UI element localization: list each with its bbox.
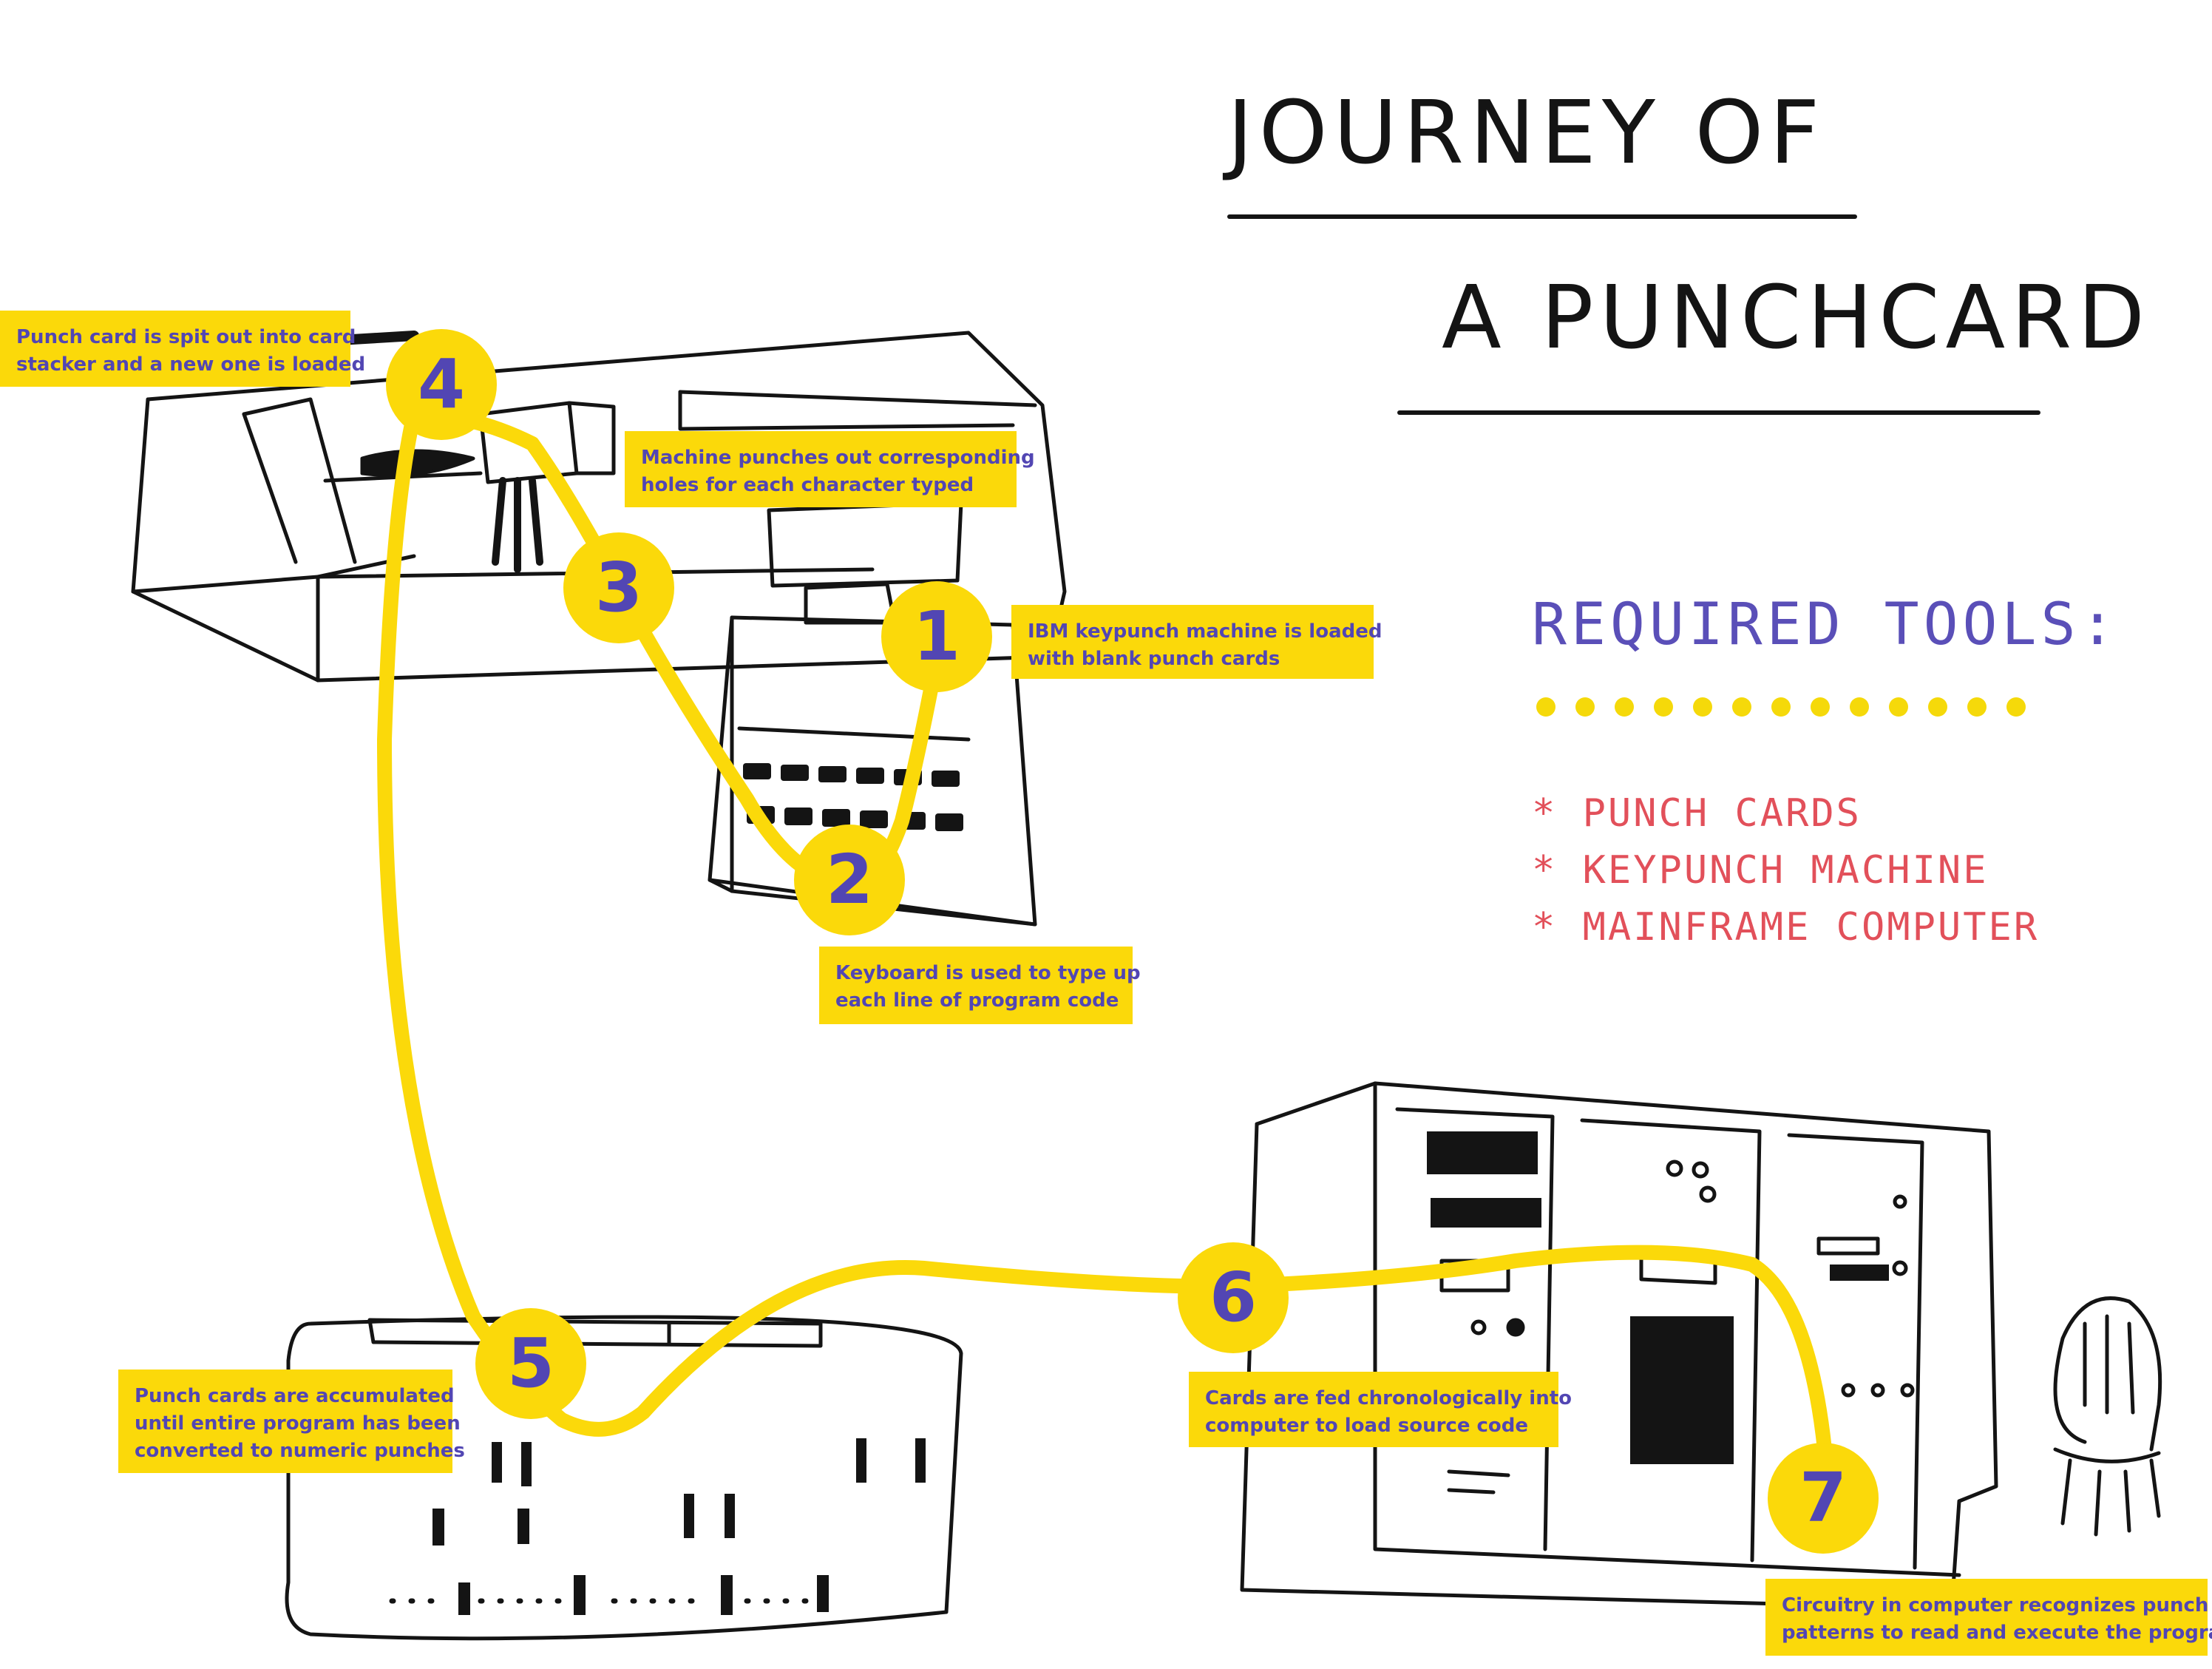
step-3-label: Machine punches out corresponding holes … [625,431,1035,507]
step-6-label: Cards are fed chronologically into compu… [1189,1372,1572,1447]
step-5-marker: 5 [475,1308,586,1419]
step-7-label: Circuitry in computer recognizes punch p… [1765,1579,2212,1656]
step-4-label: Punch card is spit out into card stacker… [0,311,365,387]
chair-drawing [2053,1296,2162,1537]
tool-item: * KEYPUNCH MACHINE [1532,848,1989,893]
keypunch-machine-drawing [131,331,1067,683]
title-line-1: Journey of [1227,81,1826,183]
tool-item: * PUNCH CARDS [1532,791,1862,836]
step-7-marker: 7 [1768,1443,1879,1554]
step-4-marker: 4 [386,329,497,440]
tool-item: * MAINFRAME COMPUTER [1532,905,2040,949]
title-underline-2 [1397,410,2040,415]
step-1-label: IBM keypunch machine is loaded with blan… [1011,605,1382,679]
title-underline-1 [1227,214,1857,219]
required-tools-heading: REQUIRED TOOLS: [1532,592,2120,658]
mainframe-computer-drawing [1240,1081,1998,1611]
journey-path [377,407,1833,1516]
step-2-label: Keyboard is used to type up each line of… [819,947,1141,1024]
step-3-marker: 3 [563,532,674,643]
step-6-marker: 6 [1178,1242,1289,1353]
dotted-divider [1536,697,2026,717]
punch-card-drawing [285,1315,963,1641]
required-tools-list: * PUNCH CARDS * KEYPUNCH MACHINE * MAINF… [1532,785,2039,956]
step-2-marker: 2 [794,825,905,935]
step-1-marker: 1 [881,581,992,692]
step-5-label: Punch cards are accumulated until entire… [118,1370,465,1473]
